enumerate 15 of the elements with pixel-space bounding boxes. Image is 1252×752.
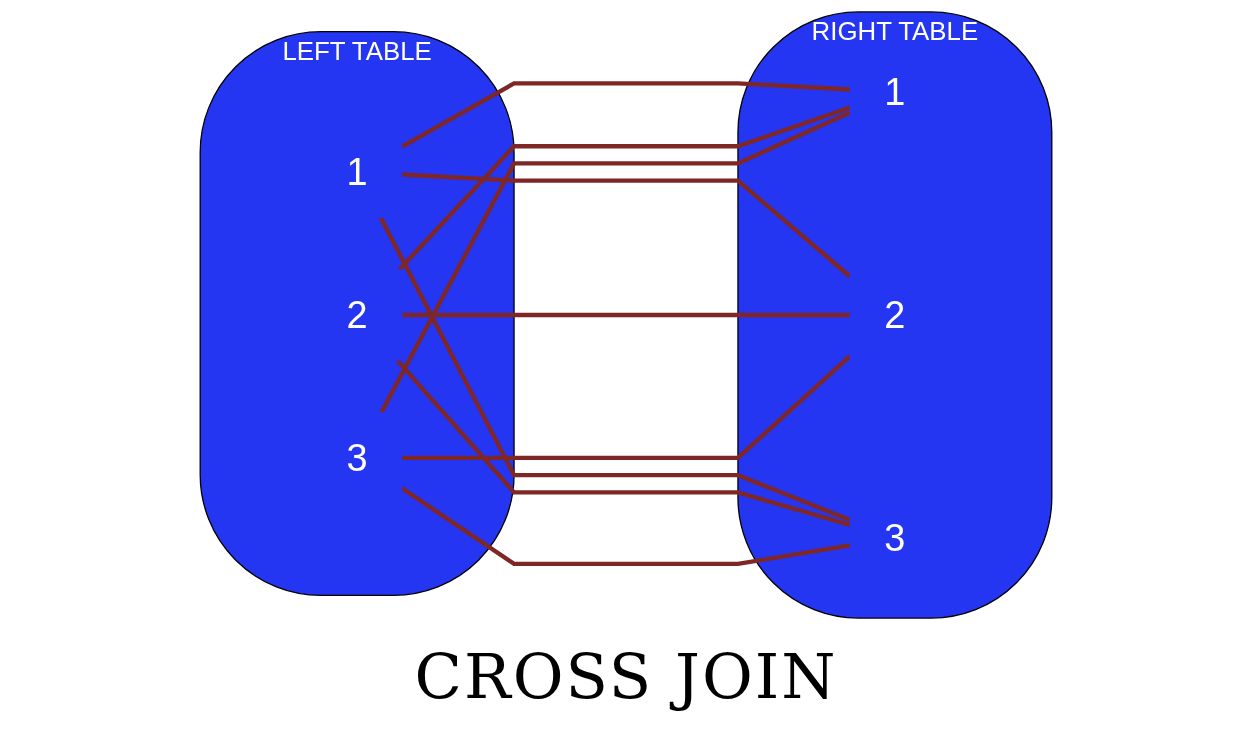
connector (379, 110, 851, 414)
node-text: 3 (346, 436, 368, 479)
diagram: RIGHT TABLE LEFT TABLE 1 2 3 1 2 3 (0, 0, 1252, 630)
node-text: 1 (884, 70, 906, 113)
connector (378, 216, 851, 522)
connector (402, 354, 852, 461)
title: CROSS JOIN (414, 640, 838, 713)
node-text: 2 (884, 293, 906, 336)
connector (402, 312, 850, 318)
node-text: 2 (346, 293, 368, 336)
connector (398, 105, 851, 271)
connector (395, 359, 851, 527)
node-text: 1 (346, 150, 368, 193)
connector (401, 81, 850, 149)
node-text: 3 (884, 516, 906, 559)
